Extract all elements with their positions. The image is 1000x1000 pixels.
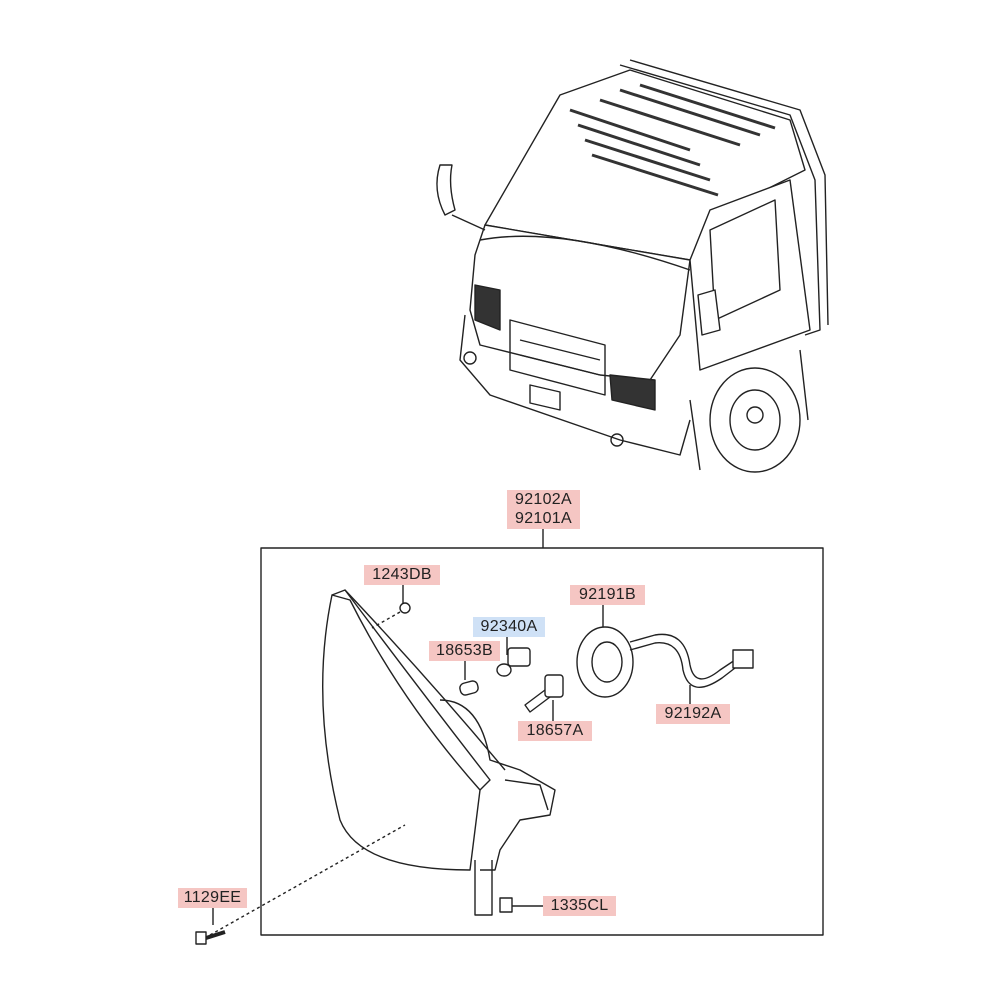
part-label-92192A[interactable]: 92192A bbox=[656, 704, 730, 724]
part-label-92340A[interactable]: 92340A bbox=[473, 617, 545, 637]
part-label-92191B[interactable]: 92191B bbox=[570, 585, 645, 605]
part-label-18657A[interactable]: 18657A bbox=[518, 721, 592, 741]
part-label-assembly-upper[interactable]: 92102A bbox=[507, 490, 580, 510]
headlamp-illustration bbox=[322, 589, 556, 916]
bulb-18657A bbox=[524, 674, 564, 721]
truck-illustration bbox=[436, 59, 829, 473]
bulb-92340A bbox=[496, 637, 531, 677]
bolt-1243DB bbox=[371, 585, 411, 629]
harness-92192A bbox=[629, 633, 754, 704]
part-label-1129EE[interactable]: 1129EE bbox=[178, 888, 247, 908]
cover-92191B bbox=[576, 605, 634, 698]
cap-18653B bbox=[459, 661, 479, 696]
part-label-18653B[interactable]: 18653B bbox=[429, 641, 500, 661]
bolt-1129EE bbox=[195, 824, 406, 945]
assembly-frame bbox=[260, 547, 824, 936]
nut-1335CL bbox=[499, 897, 543, 913]
part-label-assembly-lower[interactable]: 92101A bbox=[507, 509, 580, 529]
part-label-1243DB[interactable]: 1243DB bbox=[364, 565, 440, 585]
part-label-1335CL[interactable]: 1335CL bbox=[543, 896, 616, 916]
